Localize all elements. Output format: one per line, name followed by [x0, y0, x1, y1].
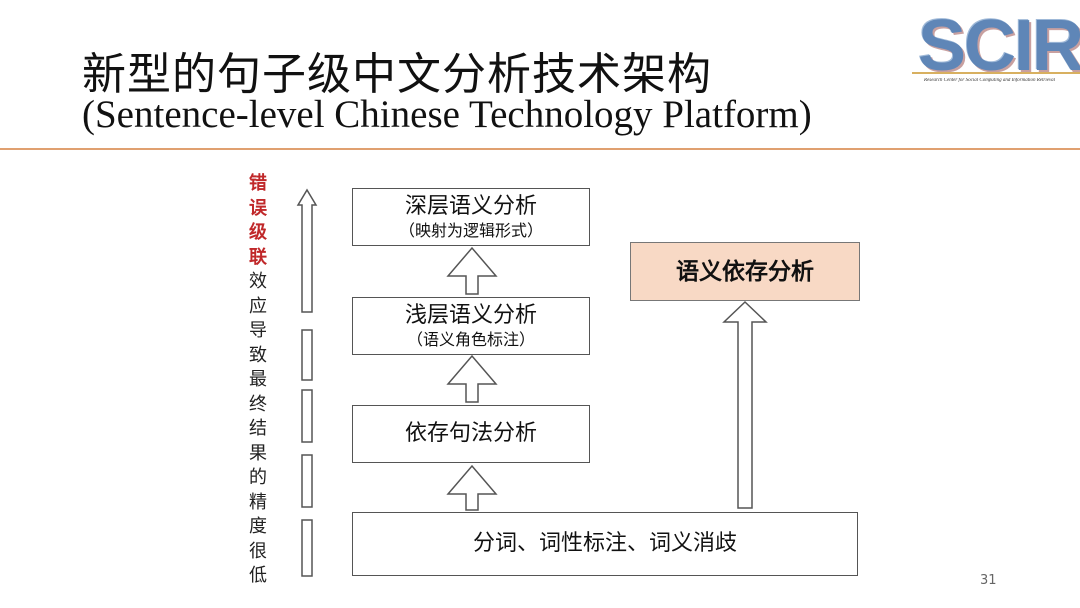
- shallow-semantic-analysis-sub: （语义角色标注）: [406, 330, 535, 349]
- semantic-dependency-label: 语义依存分析: [676, 258, 814, 285]
- up-arrow-base-to-semantic-dependency: [722, 300, 768, 509]
- title-divider: [0, 148, 1080, 150]
- bar-segment: [301, 389, 313, 443]
- slide-title-english: (Sentence-level Chinese Technology Platf…: [82, 93, 812, 136]
- note-char: 致: [249, 344, 267, 366]
- scir-logo: SCIR Research Center for Social Computin…: [912, 6, 1080, 88]
- up-arrow-shallow-to-deep: [446, 246, 498, 295]
- logo-underline: [912, 72, 1080, 74]
- note-char: 导: [249, 320, 267, 341]
- logo-subtitle: Research Center for Social Computing and…: [924, 78, 1056, 83]
- page-number: 31: [980, 573, 997, 588]
- note-char: 应: [249, 295, 267, 317]
- shallow-semantic-analysis-label: 浅层语义分析: [404, 303, 537, 328]
- note-char: 果: [249, 442, 267, 464]
- slide-title-chinese: 新型的句子级中文分析技术架构: [82, 49, 712, 100]
- up-arrow-dependency-to-shallow: [446, 354, 498, 403]
- bar-segment: [301, 329, 313, 381]
- note-char: 错: [249, 173, 267, 194]
- deep-semantic-analysis-sub: （映射为逻辑形式）: [398, 221, 543, 240]
- note-char: 最: [249, 369, 267, 390]
- semantic-dependency-box: 语义依存分析: [630, 242, 860, 301]
- lexical-analysis-label: 分词、词性标注、词义消歧: [472, 531, 737, 556]
- bar-segment: [301, 519, 313, 577]
- deep-semantic-analysis-label: 深层语义分析: [404, 194, 537, 219]
- note-char: 级: [249, 222, 267, 243]
- error-propagation-arrow: [296, 188, 318, 313]
- note-char: 精: [249, 491, 267, 513]
- bar-segment: [301, 454, 313, 508]
- note-char: 误: [249, 197, 267, 219]
- error-cascade-note: 错 误 级 联 效 应 导 致 最 终 结 果 的 精 度 很 低: [246, 172, 270, 589]
- note-char: 效: [249, 271, 267, 292]
- dependency-parsing-label: 依存句法分析: [404, 421, 537, 446]
- up-arrow-base-to-dependency: [446, 464, 498, 511]
- note-char: 联: [249, 246, 267, 268]
- shallow-semantic-analysis-box: 浅层语义分析 （语义角色标注）: [352, 297, 590, 355]
- note-char: 结: [249, 418, 267, 439]
- note-char: 很: [249, 540, 267, 562]
- deep-semantic-analysis-box: 深层语义分析 （映射为逻辑形式）: [352, 188, 590, 246]
- lexical-analysis-box: 分词、词性标注、词义消歧: [352, 512, 858, 576]
- note-char: 度: [249, 516, 267, 537]
- note-char: 的: [249, 467, 267, 488]
- note-char: 低: [249, 565, 267, 586]
- note-char: 终: [249, 393, 267, 415]
- dependency-parsing-box: 依存句法分析: [352, 405, 590, 463]
